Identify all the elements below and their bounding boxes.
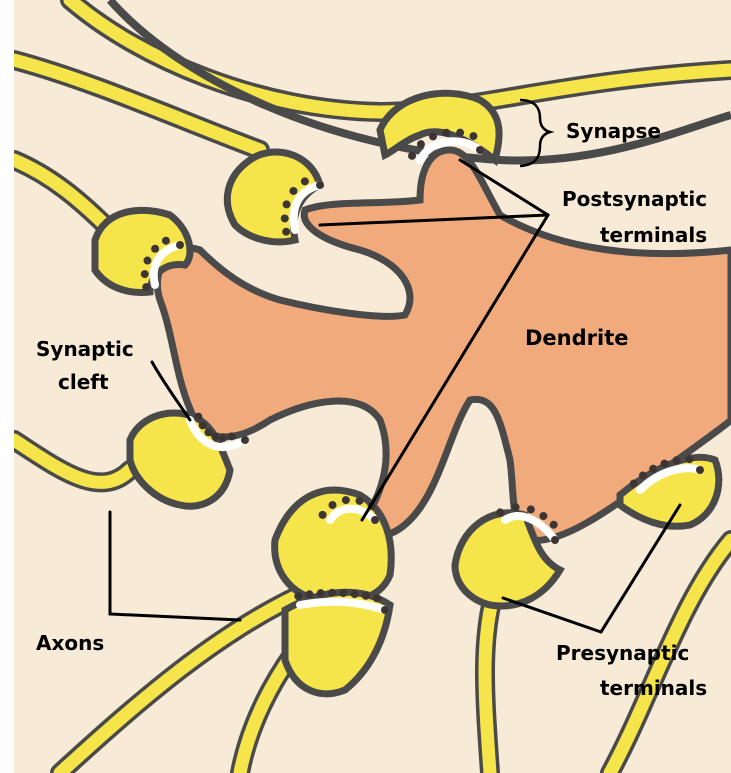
vesicle-dot [328, 589, 336, 597]
vesicle-dot [512, 503, 520, 511]
vesicle-dot [429, 132, 437, 140]
synapse-label: Synapse [566, 119, 661, 143]
vesicle-dot [141, 270, 149, 278]
vesicle-dot [373, 594, 381, 602]
vesicle-dot [316, 181, 324, 189]
vesicle-dot [527, 505, 535, 513]
vesicle-dot [142, 283, 150, 291]
vesicle-dot [301, 177, 309, 185]
vesicle-dot [408, 152, 416, 160]
vesicle-dot [442, 129, 450, 137]
vesicle-dot [283, 200, 291, 208]
vesicle-dot [143, 257, 151, 265]
vesicle-dot [685, 455, 693, 463]
vesicle-dot [219, 434, 227, 442]
vesicle-dot [630, 480, 638, 488]
vesicle-dot [199, 421, 207, 429]
vesicle-dot [319, 511, 327, 519]
vesicle-dot [228, 432, 236, 440]
vesicle-dot [176, 241, 184, 249]
vesicle-dot [241, 436, 249, 444]
vesicle-dot [329, 501, 337, 509]
vesicle-dot [496, 508, 504, 516]
presynaptic-label-line2: terminals [600, 676, 707, 700]
presynaptic-label-line1: Presynaptic [556, 641, 689, 665]
vesicle-dot [417, 140, 425, 148]
vesicle-dot [551, 536, 559, 544]
vesicle-dot [317, 589, 325, 597]
vesicle-dot [204, 428, 212, 436]
vesicle-dot [351, 590, 359, 598]
vesicle-dot [362, 592, 370, 600]
vesicle-dot [660, 460, 668, 468]
vesicle-dot [151, 245, 159, 253]
vesicle-dot [639, 472, 647, 480]
axons-label: Axons [36, 631, 104, 655]
vesicle-dot [194, 413, 202, 421]
synaptic-cleft-label-line1: Synaptic [36, 337, 134, 361]
vesicle-dot [289, 187, 297, 195]
vesicle-dot [673, 456, 681, 464]
vesicle-dot [649, 465, 657, 473]
vesicle-dot [339, 589, 347, 597]
vesicle-dot [162, 237, 170, 245]
vesicle-dot [356, 497, 364, 505]
dendrite-label: Dendrite [525, 326, 629, 350]
vesicle-dot [211, 433, 219, 441]
vesicle-dot [305, 590, 313, 598]
vesicle-dot [371, 516, 379, 524]
vesicle-dot [281, 214, 289, 222]
vesicle-dot [469, 132, 477, 140]
vesicle-dot [342, 496, 350, 504]
synaptic-cleft-label-line2: cleft [58, 370, 109, 394]
postsynaptic-label-line1: Postsynaptic [562, 187, 707, 211]
vesicle-dot [476, 146, 484, 154]
vesicle-dot [539, 512, 547, 520]
vesicle-dot [550, 521, 558, 529]
vesicle-dot [696, 466, 704, 474]
postsynaptic-label-line2: terminals [600, 223, 707, 247]
vesicle-dot [381, 606, 389, 614]
vesicle-dot [282, 228, 290, 236]
vesicle-dot [294, 592, 302, 600]
vesicle-dot [456, 129, 464, 137]
